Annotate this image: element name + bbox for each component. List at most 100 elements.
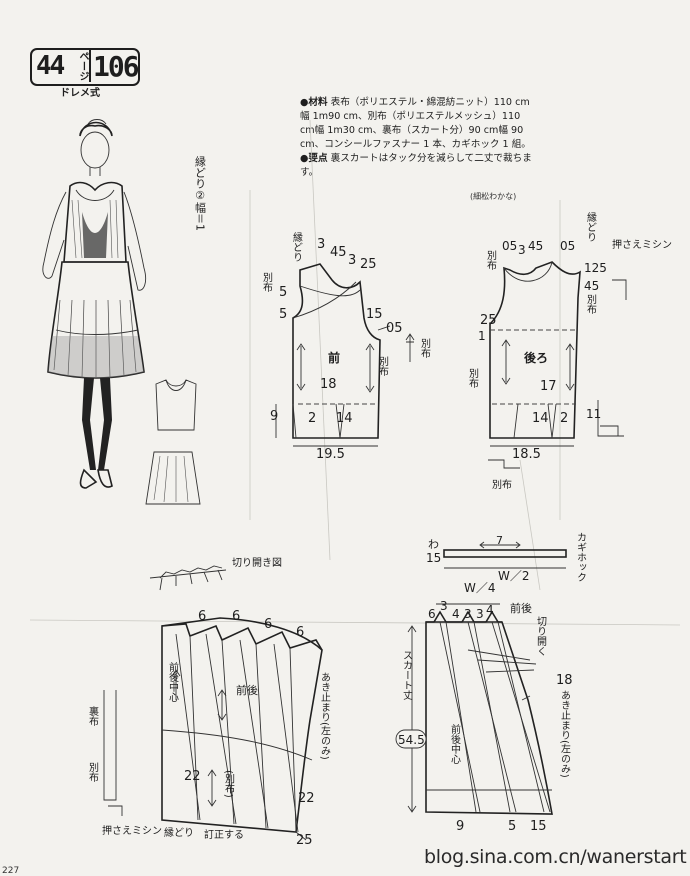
front-m-45: 45 [330, 245, 347, 260]
flat-skirt [145, 451, 201, 505]
skirt-right-akidomari: あき止まり(左のみ) [559, 690, 571, 778]
back-m-45b: 45 [584, 279, 599, 293]
designer-credit: (細松わかな) [470, 192, 517, 201]
materials-label: ●材料 [300, 97, 328, 108]
skirt-left-teisei: 訂正する [204, 828, 244, 841]
front-m-05: 05 [386, 321, 403, 336]
front-m-25: 25 [360, 257, 377, 272]
front-m-14: 14 [336, 411, 353, 426]
skirt-right-kirihiraku: 切り開く [535, 616, 547, 656]
back-title: 後ろ [524, 350, 548, 365]
skirt-right-length: 54.5 [398, 733, 425, 747]
waistband-wa: わ [428, 538, 439, 551]
bodice-back-outline [489, 261, 581, 439]
skirt-right-m-3c: 3 [476, 607, 484, 621]
skirt-left-m-22a: 22 [184, 769, 201, 784]
back-m-25: 25 [480, 313, 497, 328]
skirt-left-m-6d: 6 [296, 625, 304, 640]
skirt-right-m-5: 5 [508, 819, 516, 834]
front-m-3: 3 [317, 237, 325, 252]
front-betsununo-side: 別布 [377, 356, 389, 377]
skirt-left-m-22b: 22 [298, 791, 315, 806]
skirt-left-cut-diagram: 切り開き図 [232, 557, 282, 569]
back-betsununo-bottom: 別布 [492, 479, 512, 491]
skirt-right-title: 前後 [510, 601, 532, 615]
waistband-w-half: W／2 [498, 569, 530, 583]
skirt-left-m-6c: 6 [264, 617, 272, 632]
flat-top [155, 379, 197, 431]
skirt-left-betsununo2: 別布 [87, 762, 99, 783]
skirt-left-m-6a: 6 [198, 609, 206, 624]
skirt-left-m-25: 25 [296, 833, 313, 848]
skirt-left-fuchidori: 縁どり [164, 826, 194, 839]
waistband-m-7: 7 [496, 534, 503, 547]
front-betsununo: 別布 [261, 272, 273, 293]
waistband-rect [443, 549, 567, 558]
front-fuchidori: 縁どり [291, 231, 303, 262]
skirt-left-title: 前後 [236, 683, 258, 697]
bodice-front [275, 263, 415, 447]
skirt-right-m-4a: 4 [452, 607, 460, 621]
figure-head [80, 131, 110, 169]
figure-top [63, 181, 127, 263]
badge-page-number: 44 [36, 51, 65, 81]
back-betsununo-right: 別布 [585, 294, 597, 315]
figure-hair [79, 121, 113, 137]
back-m-1: 1 [478, 329, 486, 343]
badge-frame [30, 48, 140, 86]
skirt-right-outline [425, 621, 553, 815]
badge-divider [89, 50, 91, 82]
back-m-11: 11 [586, 407, 601, 421]
skirt-right-m-18: 18 [556, 673, 573, 688]
back-osae: 押さえミシン [612, 238, 672, 251]
back-m-17: 17 [540, 379, 557, 394]
skirt-left-m-6b: 6 [232, 609, 240, 624]
back-m-05b: 05 [560, 239, 575, 253]
waistband-m-15: 15 [426, 551, 441, 565]
badge-page-suffix: ページ [77, 51, 88, 81]
back-m-125: 125 [584, 261, 607, 275]
skirt-right-m-6: 6 [428, 607, 436, 621]
front-m-18: 18 [320, 377, 337, 392]
front-m-5a: 5 [279, 285, 287, 300]
badge-pattern-number: 106 [93, 50, 140, 83]
back-m-14: 14 [532, 411, 549, 426]
front-m-2: 2 [308, 411, 316, 426]
skirt-left-osae: 押さえミシン [102, 824, 162, 837]
skirt-right-tucks [426, 610, 502, 623]
skirt-right-center: 前後中心 [449, 723, 461, 764]
front-betsununo-right: 別布 [419, 338, 431, 359]
skirt-left-betsununo: (別布) [223, 770, 235, 798]
fashion-illustration [42, 119, 201, 505]
points-text: 裏スカートはタック分を減らして二丈で裁ちます。 [300, 153, 532, 178]
skirt-right-m-9: 9 [456, 819, 464, 834]
front-m-9: 9 [270, 409, 278, 424]
figure-skirt [47, 261, 145, 379]
skirt-left [103, 565, 323, 841]
front-m-15: 15 [366, 307, 383, 322]
front-title: 前 [328, 350, 340, 365]
skirt-left-outline [161, 617, 323, 833]
skirt-right [407, 603, 553, 815]
back-m-05a: 05 [502, 239, 517, 253]
waistband-hook: カギホック [575, 532, 587, 582]
skirt-left-center: 前後中心 [167, 661, 179, 702]
skirt-length-oval [395, 729, 427, 749]
back-m-2: 2 [560, 411, 568, 426]
waistband [443, 541, 567, 569]
front-m-5b: 5 [279, 307, 287, 322]
bodice-front-outline [292, 263, 381, 439]
back-betsununo-left: 別布 [467, 368, 479, 389]
back-betsununo-top: 別布 [485, 250, 497, 271]
back-m-185: 18.5 [512, 447, 541, 462]
skirt-right-length-label: スカート丈 [401, 650, 413, 701]
skirt-left-akidomari: あき止まり(左のみ) [319, 672, 331, 760]
skirt-right-m-15: 15 [530, 819, 547, 834]
front-m-195: 19.5 [316, 447, 345, 462]
back-fuchidori: 縁どり [585, 211, 597, 242]
skirt-right-m-3: 3 [440, 599, 448, 613]
page-badge: 44 ページ 106 [30, 48, 140, 86]
materials-text: 表布（ポリエステル・綿混紡ニット）110 cm幅 1m90 cm、別布（ポリエス… [300, 97, 531, 150]
bodice-back [488, 261, 627, 469]
